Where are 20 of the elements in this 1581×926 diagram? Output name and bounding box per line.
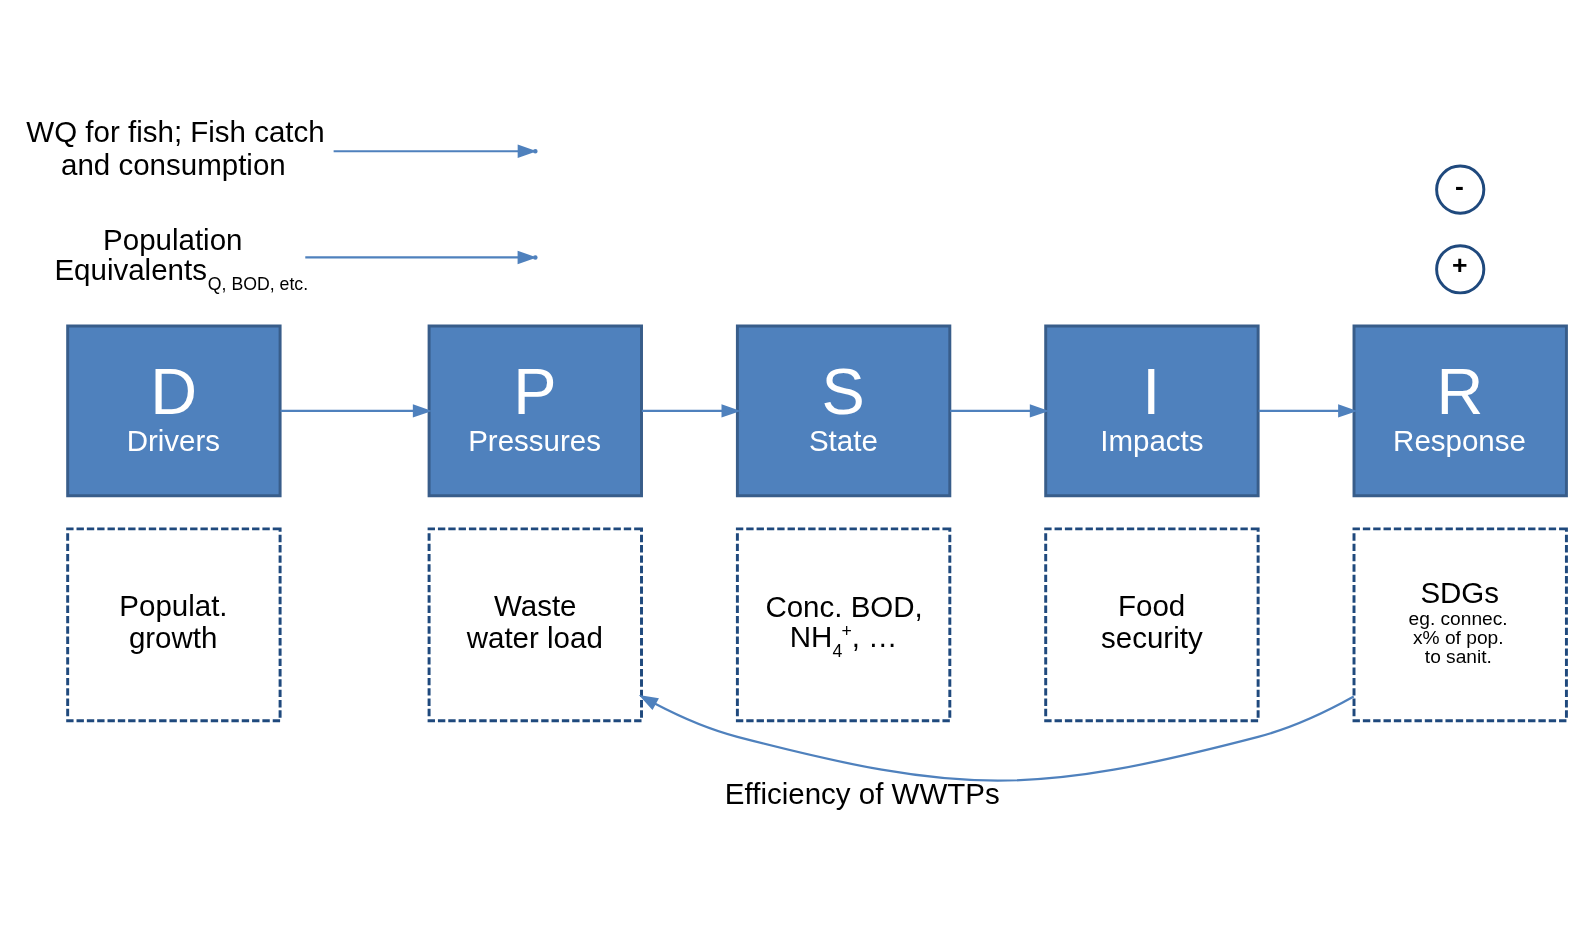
node-box: I Impacts: [1044, 324, 1260, 498]
node-box: Waste water load: [427, 527, 643, 723]
node-box: S State: [735, 324, 952, 498]
arrow: [638, 695, 1355, 782]
node-box: Food security: [1044, 527, 1260, 723]
arrow: [641, 404, 741, 418]
arrow: [280, 404, 433, 418]
node-box: Conc. BOD, NH$_{4}$$^{+}$, …: [735, 527, 952, 723]
node-circle: -: [1435, 164, 1486, 215]
node-text: Population Equivalents$_{Q, BOD, etc.}$: [54, 223, 309, 294]
node-box: P Pressures: [427, 324, 643, 498]
node-circle: +: [1435, 244, 1486, 295]
node-text: WQ for fish; Fish catch and consumption: [26, 115, 325, 181]
arrow: [950, 404, 1049, 418]
node-box: D Drivers: [66, 324, 282, 498]
node-box: R Response: [1352, 324, 1568, 498]
arrow: [1258, 404, 1358, 418]
node-box: Populat. growth: [66, 527, 282, 723]
edge-label: Efficiency of WWTPs: [724, 777, 1000, 811]
node-box: SDGs eg. connec. x% of pop. to sanit.: [1352, 527, 1568, 723]
